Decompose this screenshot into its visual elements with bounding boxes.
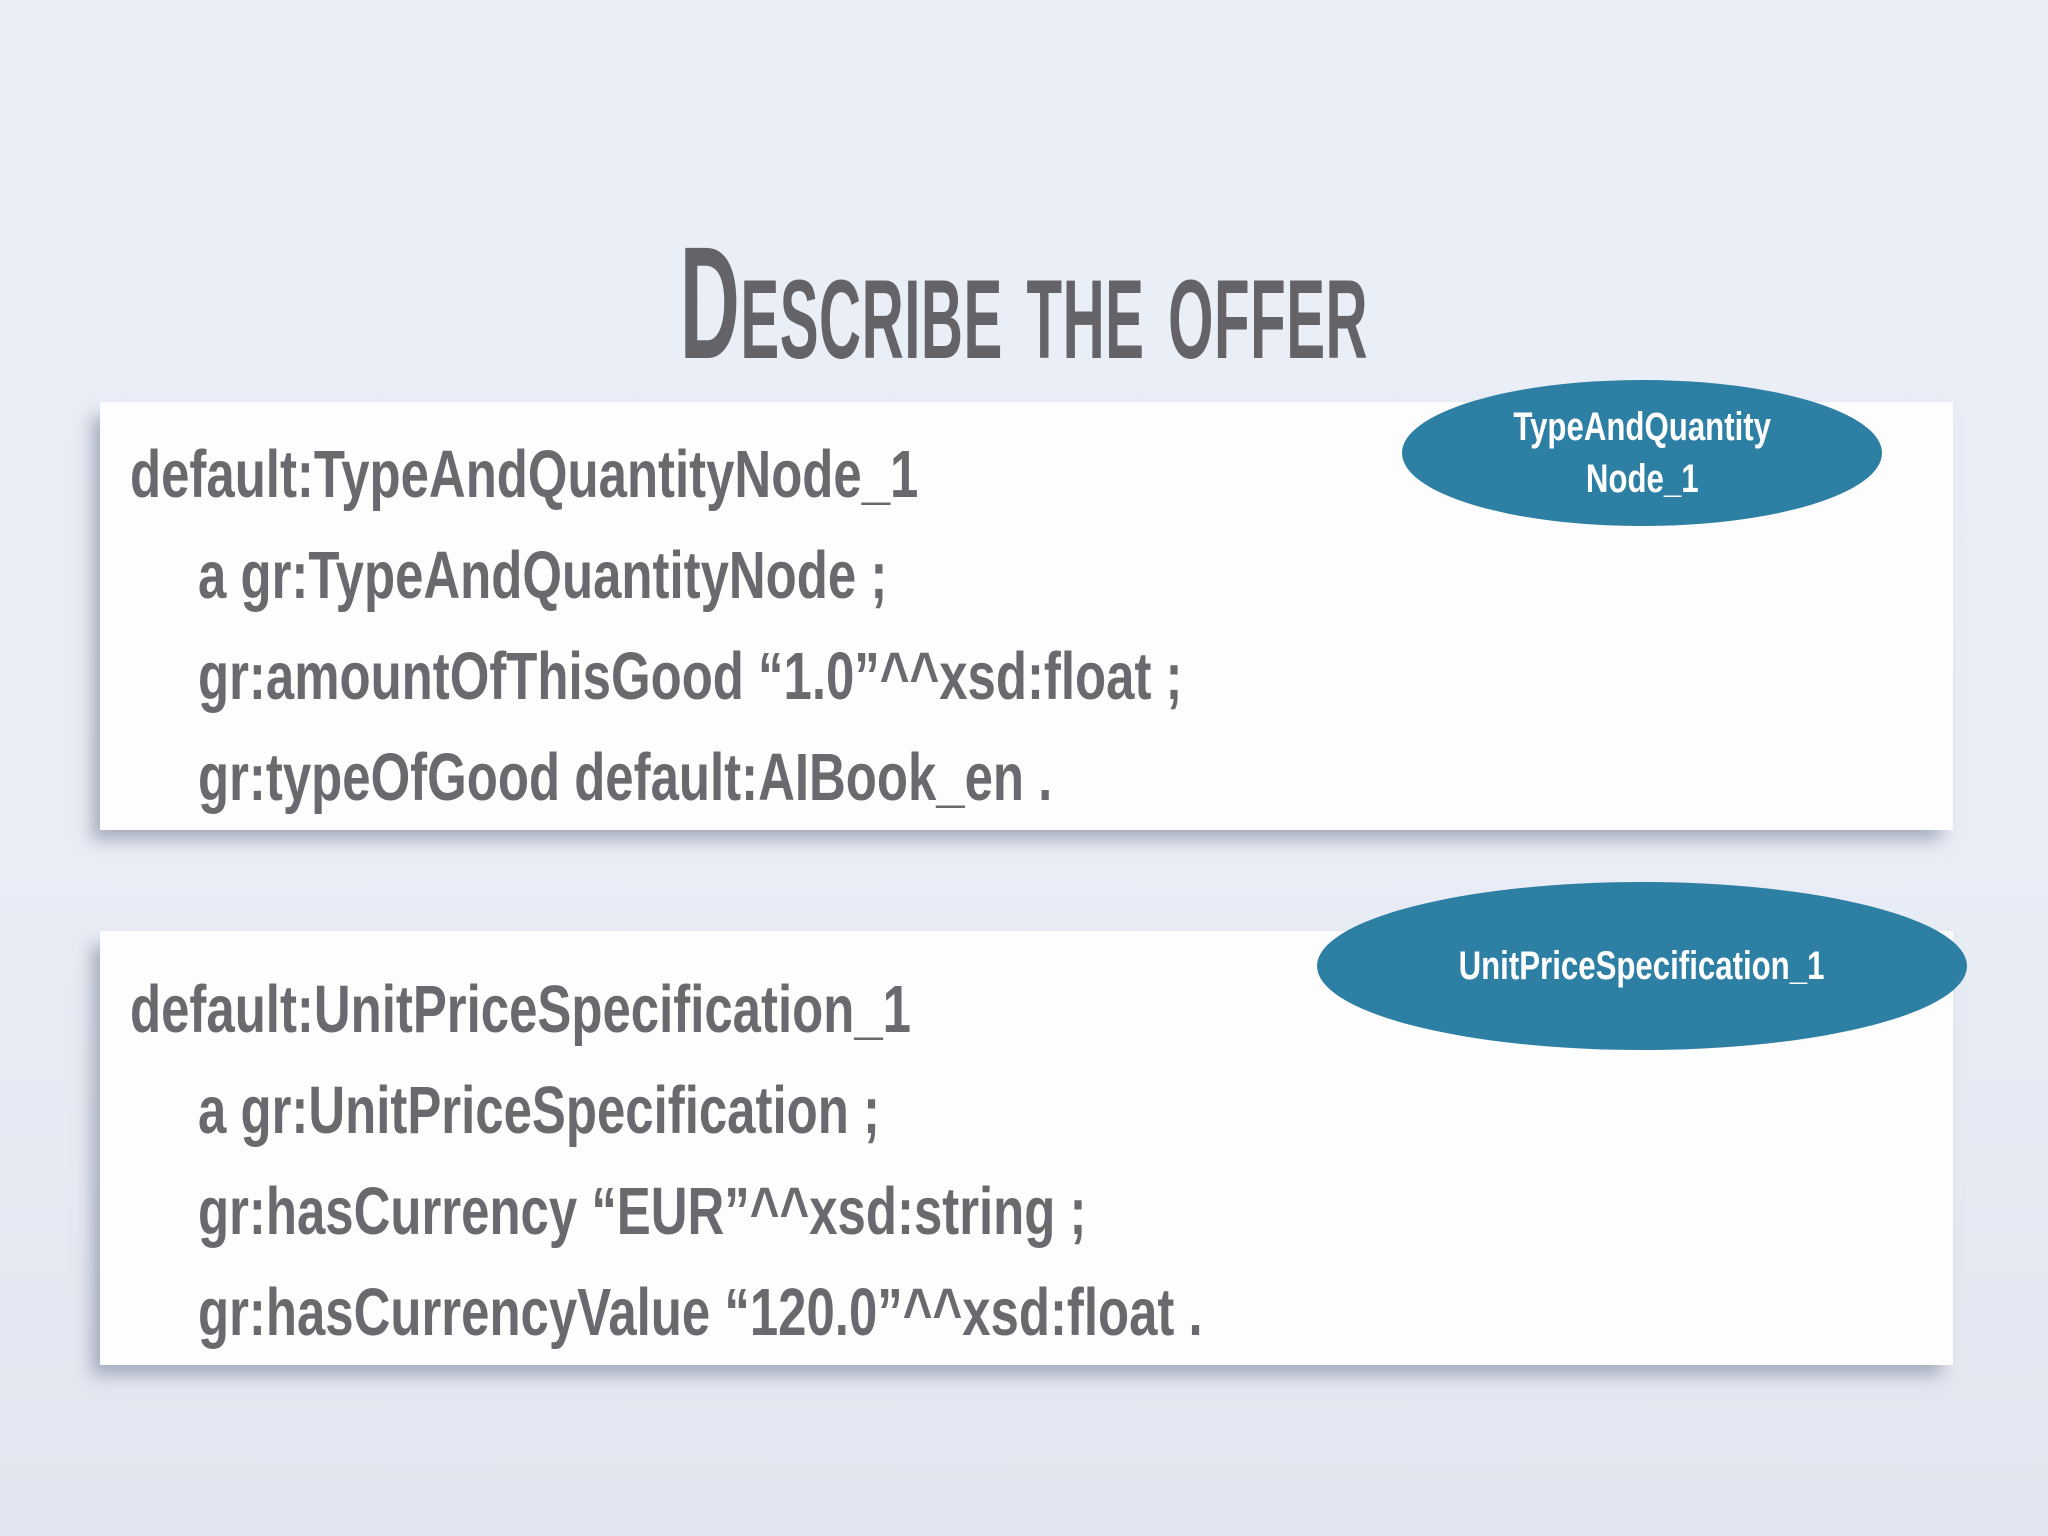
code-line: gr:hasCurrencyValue “120.0”^^xsd:float . [198, 1275, 1203, 1350]
node-label-line: TypeAndQuantity [1513, 405, 1771, 449]
code-line: gr:amountOfThisGood “1.0”^^xsd:float ; [198, 639, 1183, 714]
code-line: gr:typeOfGood default:AIBook_en . [198, 740, 1053, 815]
code-line: default:TypeAndQuantityNode_1 [130, 437, 919, 512]
code-line: a gr:TypeAndQuantityNode ; [198, 538, 888, 613]
code-line: default:UnitPriceSpecification_1 [130, 972, 911, 1047]
node-ellipse-unit-price-specification: UnitPriceSpecification_1 [1317, 882, 1967, 1050]
node-ellipse-type-and-quantity-node: TypeAndQuantity Node_1 [1402, 380, 1882, 526]
code-line: gr:hasCurrency “EUR”^^xsd:string ; [198, 1174, 1087, 1249]
page-title-text: Describe the offer [679, 213, 1369, 393]
page-title: Describe the offer [0, 219, 2048, 387]
node-label-line: UnitPriceSpecification_1 [1459, 944, 1825, 988]
code-line: a gr:UnitPriceSpecification ; [198, 1073, 880, 1148]
node-label-line: Node_1 [1585, 457, 1699, 501]
code-box-unit-price-specification: default:UnitPriceSpecification_1 a gr:Un… [100, 931, 1953, 1365]
